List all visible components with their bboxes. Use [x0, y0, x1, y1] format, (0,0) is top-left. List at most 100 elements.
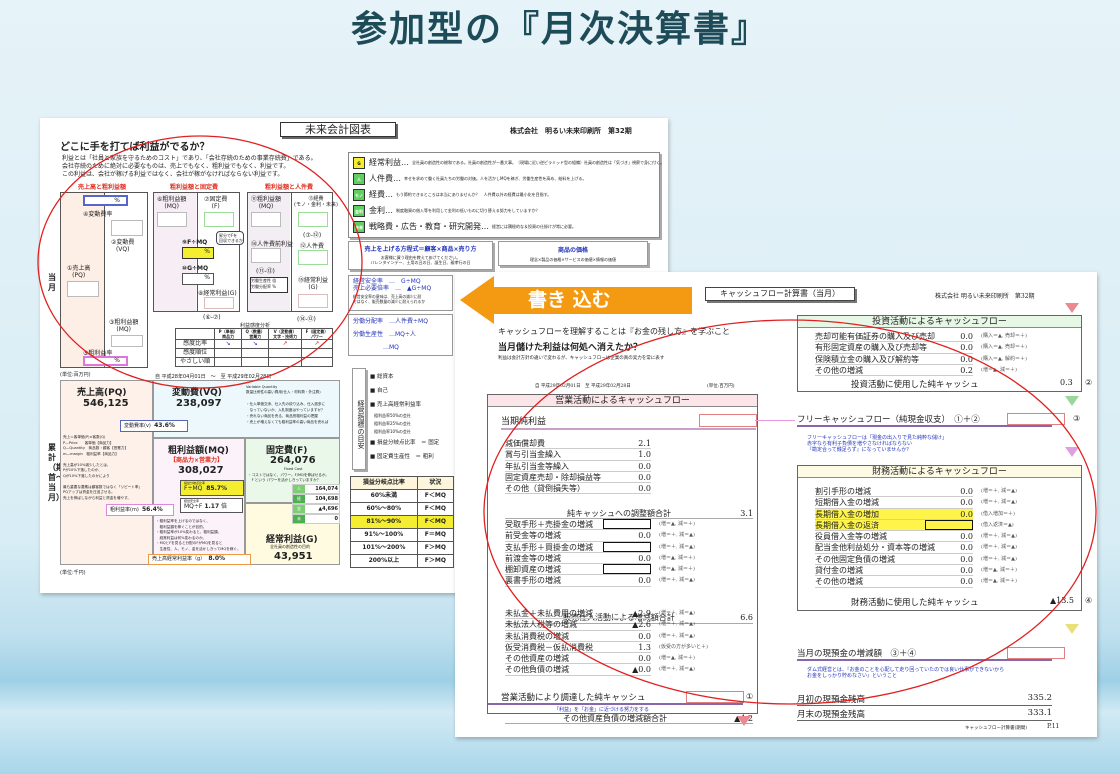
operating-net-input[interactable] — [686, 691, 744, 703]
variable-cost-rate-input[interactable]: % — [83, 195, 128, 206]
row-label: 未払金＋未払費用の増減 — [505, 609, 593, 618]
unit-label: (単位:百万円) — [707, 384, 735, 389]
table-header-cell — [174, 328, 216, 340]
variable-cost-input[interactable] — [111, 220, 143, 236]
fixed-cost-input[interactable] — [204, 212, 234, 227]
row-note: (増＝＋, 減＝▲) — [659, 543, 695, 550]
sensitivity-input[interactable]: ↗ — [300, 339, 334, 349]
row-note: (増＝＋, 減＝▲) — [659, 621, 695, 628]
table-row: 91%〜100%F＝MQ — [350, 528, 455, 542]
cf-input[interactable] — [603, 541, 651, 552]
label-pre-personnel-profit: ⑭人件費前利益 — [251, 241, 294, 248]
row-label: 受取手形＋売掛金の増減 — [505, 520, 593, 529]
table-cell: F＜MQ — [416, 489, 455, 503]
g-over-mq-input[interactable]: % — [182, 273, 214, 285]
sensitivity-input[interactable] — [300, 357, 334, 367]
mq-input[interactable] — [251, 212, 281, 227]
productivity-box[interactable]: 労働生産性 倍労働分配率 % — [250, 277, 288, 293]
row-label: 裏書手形の増減 — [505, 576, 561, 586]
row-value: 1.3 — [638, 642, 651, 652]
row-value: 0.0 — [960, 532, 973, 542]
down-arrow-icon — [1065, 624, 1079, 634]
sales-input[interactable] — [67, 281, 99, 297]
other-rows: 未払金＋未払費用の増減▲2.9(増＝＋, 減＝▲)未払法人税等の増減▲2.6(増… — [505, 608, 708, 676]
sensitivity-input[interactable] — [300, 348, 334, 358]
label-sales: ①売上高 (PQ) — [67, 265, 91, 279]
page-number: P.11 — [1047, 723, 1060, 730]
f-over-mq-input[interactable]: % — [182, 247, 214, 259]
ordinary-profit-input[interactable] — [298, 294, 328, 308]
operating-net-row: 営業活動により調達した純キャッシュ — [488, 691, 744, 705]
mq-input[interactable] — [157, 212, 187, 227]
cf-input[interactable] — [925, 519, 973, 530]
gross-margin-input[interactable]: % — [83, 356, 128, 366]
cf-row: 受取手形＋売掛金の増減(増＝▲, 減＝＋) — [505, 519, 695, 531]
row-value: 0.0 — [960, 543, 973, 553]
row-note: (仮受の方が多いと＋) — [659, 643, 708, 650]
row-note: (増＝▲, 減＝＋) — [981, 567, 1017, 574]
cash-flow-statement-sheet: キャッシュフロー計算書（当月） 株式会社 明るい未来印刷所 第32期 キャッシュ… — [455, 272, 1097, 737]
intro-line: キャッシュフローを理解することは『お金の残し方』を学ぶこと — [498, 327, 730, 336]
table-cell: F＜MQ — [416, 515, 455, 529]
sensitivity-input[interactable] — [214, 357, 243, 367]
sensitivity-input[interactable] — [241, 348, 270, 358]
expenses-input[interactable] — [298, 212, 328, 227]
doc-title: 未来会計図表 — [280, 122, 396, 137]
row-label: その他（貸倒損失等） — [505, 484, 585, 494]
sensitivity-input[interactable] — [268, 357, 302, 367]
row-label: 年払引当金等繰入 — [505, 461, 569, 471]
label-personnel: ⑫人件費 — [300, 243, 325, 250]
cf-row: 棚卸資産の増減(増＝▲, 減＝＋) — [505, 564, 695, 576]
row-label: 感度順位 — [174, 348, 216, 358]
row-note: (増＝＋, 減＝▲) — [981, 555, 1017, 562]
monthly-label: 当月 — [48, 273, 56, 292]
label-gross-profit: ③粗利益額 (MQ) — [109, 319, 139, 333]
sensitivity-input[interactable]: ↘ — [241, 339, 270, 349]
net-income-input[interactable] — [699, 414, 757, 427]
row-label: 短期借入金の増減 — [815, 498, 879, 508]
row-value: 0.0 — [960, 509, 973, 519]
row-note: (増＝＋, 減＝▲) — [981, 533, 1017, 540]
calc-note: (⑥-⑦) — [203, 314, 221, 321]
down-arrow-icon — [1065, 447, 1079, 457]
personnel-input[interactable] — [298, 250, 328, 265]
sensitivity-input[interactable]: ↘ — [214, 339, 243, 349]
row-label: 有形固定資産の購入及び売却等 — [815, 343, 927, 353]
free-cash-flow-input[interactable] — [1007, 413, 1065, 425]
row-value: 0.0 — [960, 554, 973, 564]
gross-profit-input[interactable] — [111, 335, 143, 347]
sensitivity-input[interactable] — [241, 357, 270, 367]
sensitivity-input[interactable] — [214, 348, 243, 358]
cash-change-input[interactable] — [1007, 647, 1065, 659]
slide-title: 参加型の『月次決算書』 — [350, 9, 769, 50]
variable-cost-rate-box: 変動費率(v) 43.6% — [120, 420, 188, 432]
row-value: 0.0 — [638, 472, 651, 482]
intro-line: 利益は会計方針の違いで変わるが、キャッシュフローは企業の真の実力を常に表す — [498, 356, 665, 361]
guide-item: 未来戦略費・広告・教育・研究開発…経営には積極的な＆投資の仕掛けが常に必要。 — [353, 219, 655, 234]
ordinary-profit-input[interactable] — [204, 297, 234, 309]
sensitivity-input[interactable]: ↗ — [268, 339, 302, 349]
cf-input[interactable] — [603, 519, 651, 529]
cf-input[interactable] — [603, 564, 651, 575]
row-value: 0.0 — [638, 553, 651, 563]
sensitivity-input[interactable] — [268, 348, 302, 358]
row-value: ▲2.9 — [632, 609, 651, 618]
pre-personnel-profit-input[interactable] — [251, 248, 281, 263]
row-value: ▲2.6 — [632, 620, 651, 630]
row-note: (増＝＋, 減＝▲) — [659, 577, 695, 584]
tag-icon: 未来 — [353, 220, 365, 233]
row-note: (増＝＋, 減＝▲) — [659, 610, 695, 616]
